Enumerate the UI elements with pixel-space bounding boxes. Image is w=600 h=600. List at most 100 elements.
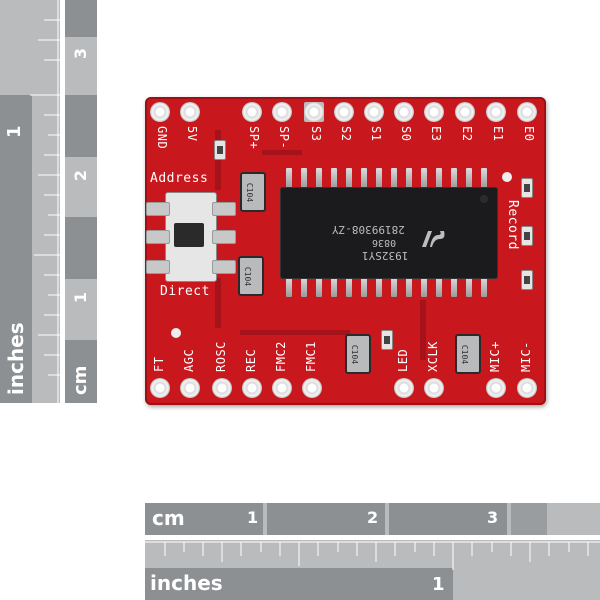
label-fmc1: FMC1 [304,341,318,372]
trace [420,300,426,360]
label-fmc2: FMC2 [274,341,288,372]
pad-fmc1[interactable] [302,378,322,398]
capacitor-label: C104 [460,344,470,365]
pad-s3[interactable] [304,102,324,122]
pad-rec[interactable] [242,378,262,398]
ic-pin [301,168,307,188]
ic-pin [406,277,412,297]
trace [215,130,221,190]
smd-component [521,226,533,246]
vertical-inches-text: inches [4,322,28,395]
pad-led[interactable] [394,378,414,398]
pad-mic-minus[interactable] [517,378,537,398]
ic-pin [331,168,337,188]
component-body [524,276,530,284]
horizontal-cm-number-3: 3 [487,508,499,527]
ic-pin [436,168,442,188]
label-xclk: XCLK [426,341,440,372]
switch-leg [212,260,236,274]
trace [215,278,221,328]
label-record: Record [505,200,520,250]
horizontal-cm-number-1: 1 [247,508,259,527]
vertical-cm-number-2: 2 [71,169,91,182]
horizontal-inch-ticks [145,541,600,570]
capacitor: C104 [455,334,481,374]
resistor-body [217,146,223,154]
vertical-cm-number-1: 1 [71,291,91,304]
vertical-cm-ruler-segment-3 [65,217,97,279]
horizontal-inches-text: inches [150,571,223,595]
isd-logo-icon [422,231,445,247]
label-e3: E3 [429,126,443,142]
pad-s1[interactable] [364,102,384,122]
vertical-cm-number-3: 3 [71,47,91,60]
horizontal-inch-label-block [145,568,453,600]
pad-e1[interactable] [486,102,506,122]
ic-pin [361,168,367,188]
vertical-cm-ruler-segment-1 [65,0,97,37]
pad-xclk[interactable] [424,378,444,398]
vertical-cm-ruler-segment-2 [65,95,97,157]
pad-5v[interactable] [180,102,200,122]
capacitor: C104 [240,172,266,212]
label-s3: S3 [309,126,323,142]
label-rec: REC [244,348,258,372]
chip-pin1-marker [480,195,488,203]
component-body [524,184,530,192]
vertical-cm-text: cm [70,365,91,395]
ic-pin [466,277,472,297]
smd-component [521,178,533,198]
ic-pin [421,277,427,297]
via [502,172,512,182]
ic-pin [346,277,352,297]
horizontal-cm-number-2: 2 [367,508,379,527]
pad-e3[interactable] [424,102,444,122]
trace [262,150,302,155]
horizontal-cm-segment-3 [389,503,507,535]
label-mic-plus: MIC+ [488,341,502,372]
trace [240,330,350,335]
pad-mic-plus[interactable] [486,378,506,398]
smd-component [521,270,533,290]
pad-e2[interactable] [455,102,475,122]
vertical-inch-ruler-label-block [0,95,32,403]
ic-pin [361,277,367,297]
pad-e0[interactable] [517,102,537,122]
pad-s0[interactable] [394,102,414,122]
label-led: LED [396,348,410,372]
pad-ft[interactable] [150,378,170,398]
chip-marking-line1: 28199308-ZY [332,223,405,236]
horizontal-cm-segment-1 [145,503,263,535]
switch-knob[interactable] [174,223,204,247]
ic-pin [421,168,427,188]
pad-fmc2[interactable] [272,378,292,398]
label-sp-plus: SP+ [247,126,261,150]
component-body [524,232,530,240]
pad-s2[interactable] [334,102,354,122]
pad-sp-minus[interactable] [272,102,292,122]
label-s0: S0 [399,126,413,142]
capacitor: C104 [238,256,264,296]
ic-pin [481,277,487,297]
ic-pin [286,277,292,297]
chip-marking-line3: 1932SY1 [362,249,409,262]
capacitor-label: C104 [350,344,360,365]
label-5v: 5V [185,126,199,142]
chip-marking-line2: 0836 [372,237,397,248]
pad-gnd[interactable] [150,102,170,122]
vertical-inch-ticks [30,0,60,403]
switch-leg [212,202,236,216]
label-direct: Direct [160,284,210,299]
label-address: Address [150,171,209,186]
ic-pin [301,277,307,297]
ic-pin [391,168,397,188]
pad-sp-plus[interactable] [242,102,262,122]
horizontal-cm-segment-4 [511,503,547,535]
via [171,328,181,338]
switch-leg [146,230,170,244]
ic-pin [466,168,472,188]
address-mode-switch[interactable] [165,192,217,282]
pad-rosc[interactable] [212,378,232,398]
horizontal-cm-text: cm [152,506,185,530]
pad-agc[interactable] [180,378,200,398]
